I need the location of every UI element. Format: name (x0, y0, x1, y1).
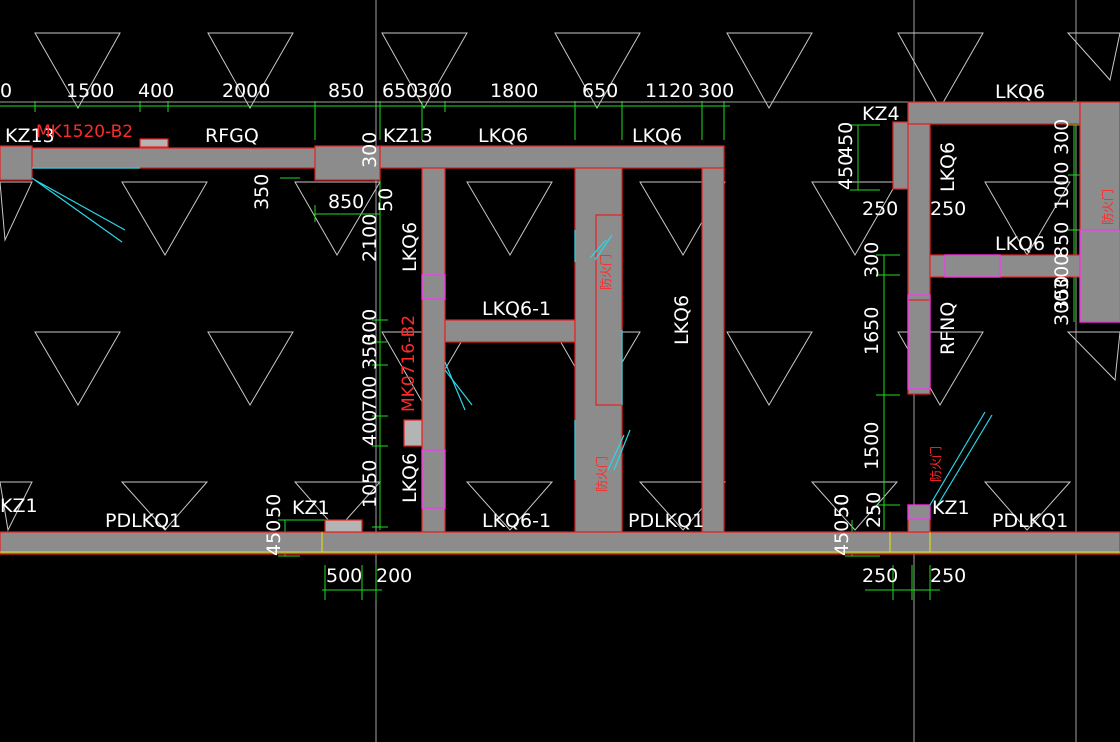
dim-top: 1120 (645, 80, 693, 102)
svg-text:450: 450 (835, 122, 857, 158)
svg-text:300: 300 (359, 132, 381, 168)
dimension-text-bottom: 50 450 500 200 450 50 250 250 (263, 494, 966, 587)
svg-text:700: 700 (359, 376, 381, 412)
svg-text:1000: 1000 (1051, 162, 1073, 210)
label-lkq6-vert-4: LKQ6 (937, 142, 959, 192)
svg-text:250: 250 (930, 565, 966, 587)
svg-text:250: 250 (862, 198, 898, 220)
dim-top: 300 (698, 80, 734, 102)
dim-top: 2000 (222, 80, 270, 102)
dim-top: 0 (0, 80, 12, 102)
svg-text:500: 500 (326, 565, 362, 587)
svg-text:300: 300 (861, 242, 883, 278)
svg-text:300: 300 (1051, 254, 1073, 290)
svg-text:1050: 1050 (359, 460, 381, 508)
label-kz1-right: KZ1 (932, 497, 970, 519)
label-kz1-left: KZ1 (0, 495, 38, 517)
opening-markers (421, 229, 1120, 520)
label-pdlkq1-mid: PDLKQ1 (628, 510, 704, 532)
label-pdlkq1-right: PDLKQ1 (992, 510, 1068, 532)
svg-text:50: 50 (263, 494, 285, 518)
dimension-lines (0, 100, 1082, 600)
label-lkq6-mid-right: LKQ6 (995, 233, 1045, 255)
label-lkq6-vert-3: LKQ6 (671, 295, 693, 345)
label-rfgq: RFGQ (205, 125, 259, 147)
svg-text:300: 300 (359, 309, 381, 345)
dim-mid: 850 (328, 191, 364, 213)
dimension-text-left: 300 350 50 2100 300 350 700 400 1050 (251, 132, 397, 508)
label-lkq6-top-2: LKQ6 (632, 125, 682, 147)
label-lkq6-1-mid: LKQ6-1 (482, 298, 551, 320)
svg-text:2100: 2100 (359, 214, 381, 262)
svg-text:350: 350 (251, 174, 273, 210)
label-kz1-mid: KZ1 (292, 497, 330, 519)
svg-text:250: 250 (863, 492, 885, 528)
label-door-mk0716: MK0716-B2 (399, 315, 419, 412)
svg-text:1650: 1650 (861, 307, 883, 355)
dimension-text-top: 0 1500 400 2000 850 650 300 1800 650 112… (0, 80, 734, 213)
dimension-text-right: 450 450 250 250 300 1650 1500 250 50 300… (831, 119, 1073, 528)
label-lkq6-vert-2: LKQ6 (399, 453, 421, 503)
label-door-mk1520: MK1520-B2 (36, 122, 133, 142)
svg-text:50: 50 (375, 188, 397, 212)
dim-top: 400 (138, 80, 174, 102)
label-pdlkq1-left: PDLKQ1 (105, 510, 181, 532)
dim-top: 300 (416, 80, 452, 102)
svg-text:200: 200 (376, 565, 412, 587)
label-kz13: KZ13 (383, 125, 433, 147)
door-swings (31, 167, 993, 509)
walls[interactable] (0, 101, 1120, 555)
label-door-small-2: 防火门 (594, 456, 609, 492)
edge-lines (0, 532, 1120, 553)
svg-text:50: 50 (831, 494, 853, 518)
label-lkq6-vert-1: LKQ6 (399, 222, 421, 272)
labels: KZ13 MK1520-B2 RFGQ KZ13 LKQ6 LKQ6 KZ4 L… (0, 81, 1115, 532)
svg-text:450: 450 (263, 520, 285, 556)
label-lkq6-top-right: LKQ6 (995, 81, 1045, 103)
svg-text:300: 300 (1051, 119, 1073, 155)
label-kz13-left: KZ13 (5, 125, 55, 147)
dim-top: 650 (382, 80, 418, 102)
svg-text:50: 50 (831, 494, 853, 518)
svg-text:450: 450 (831, 520, 853, 556)
label-door-small-3: 防火门 (928, 446, 943, 482)
label-lkq6-1-bottom: LKQ6-1 (482, 510, 551, 532)
svg-text:850: 850 (1051, 222, 1073, 258)
dim-top: 1800 (490, 80, 538, 102)
svg-text:450: 450 (835, 154, 857, 190)
svg-text:350: 350 (1051, 276, 1073, 312)
svg-text:250: 250 (930, 198, 966, 220)
dim-top: 650 (582, 80, 618, 102)
label-kz4: KZ4 (862, 103, 900, 125)
triangle-markers (0, 32, 1120, 532)
label-lkq6-top-1: LKQ6 (478, 125, 528, 147)
label-door-small-1: 防火门 (598, 254, 613, 290)
svg-text:1500: 1500 (861, 422, 883, 470)
label-rfnq-vert: RFNQ (937, 302, 959, 355)
svg-text:250: 250 (862, 565, 898, 587)
svg-text:400: 400 (359, 410, 381, 446)
dim-top: 850 (328, 80, 364, 102)
svg-text:350: 350 (359, 334, 381, 370)
svg-text:300: 300 (1051, 290, 1073, 326)
label-door-small-4: 防火门 (1100, 189, 1115, 225)
dim-top: 1500 (66, 80, 114, 102)
